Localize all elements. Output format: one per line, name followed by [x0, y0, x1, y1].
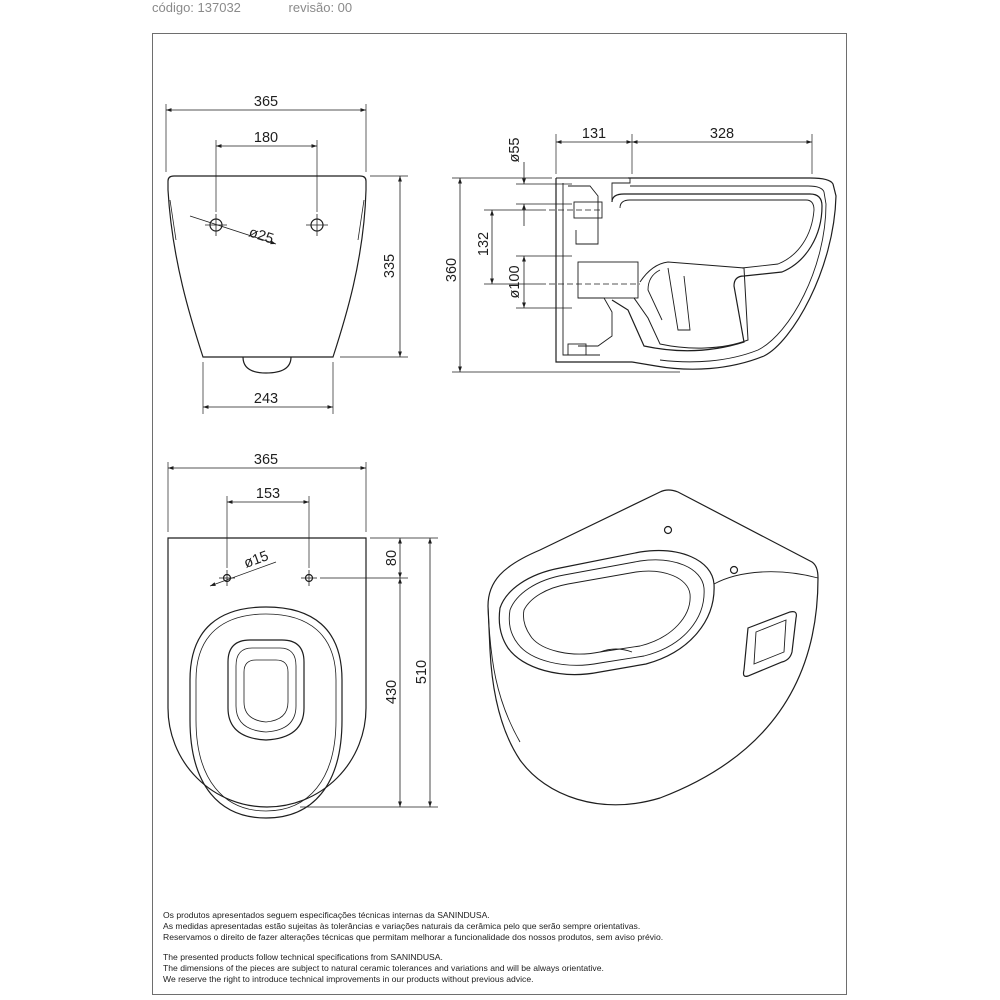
dim-rear-hole-diameter: ø25: [247, 225, 276, 248]
dim-top-holes-spacing: 153: [256, 486, 280, 502]
side-bowl-shell: [628, 177, 837, 370]
note-en-line-1: The presented products follow technical …: [163, 952, 443, 962]
dim-side-length: 328: [710, 126, 734, 142]
document-header: código: 137032 revisão: 00: [152, 0, 396, 15]
dim-side-diameter-top: ø55: [507, 138, 523, 163]
rear-view-outline: [167, 175, 367, 358]
perspective-fixing-hole-right: [729, 565, 739, 575]
dim-rear-holes-spacing: 180: [254, 130, 278, 146]
perspective-side-opening: [742, 611, 797, 677]
disclaimer-notes: Os produtos apresentados seguem especifi…: [163, 910, 833, 985]
note-pt-line-3: Reservamos o direito de fazer alterações…: [163, 932, 664, 942]
dim-top-bowl-length: 430: [384, 680, 400, 704]
side-trap: [633, 261, 749, 349]
dim-top-width: 365: [254, 452, 278, 468]
perspective-fixing-hole-left: [663, 525, 673, 535]
dim-rear-height: 335: [382, 254, 398, 278]
product-code: código: 137032: [152, 0, 241, 15]
perspective-view: [487, 489, 819, 806]
note-pt-line-1: Os produtos apresentados seguem especifi…: [163, 910, 490, 920]
rear-fixing-hole-left: [205, 214, 227, 236]
note-pt-line-2: As medidas apresentadas estão sujeitas à…: [163, 921, 641, 931]
side-section-view: [452, 134, 837, 373]
dim-side-offset: 131: [582, 126, 606, 142]
top-rim: [189, 606, 343, 819]
perspective-bowl-inner: [523, 570, 691, 655]
side-bowl-inner: [611, 193, 823, 352]
dim-rear-base-width: 243: [254, 391, 278, 407]
top-view-outline: [167, 537, 367, 808]
dim-top-hole-offset: 80: [384, 550, 400, 566]
dim-rear-width: 365: [254, 94, 278, 110]
dim-top-total-length: 510: [414, 660, 430, 684]
rear-outlet: [242, 356, 292, 374]
rear-view: [165, 104, 408, 414]
top-view: [167, 462, 438, 819]
note-en-line-2: The dimensions of the pieces are subject…: [163, 963, 604, 973]
drawing-frame: [152, 33, 847, 995]
note-en-line-3: We reserve the right to introduce techni…: [163, 974, 534, 984]
perspective-outline: [487, 489, 819, 806]
dim-side-height-132: 132: [476, 232, 492, 256]
revision-number: revisão: 00: [288, 0, 353, 15]
top-bowl-opening: [227, 639, 305, 741]
perspective-rim: [498, 550, 715, 676]
dim-side-total-height: 360: [444, 258, 460, 282]
top-fixing-hole-right: [301, 570, 317, 586]
dim-side-diameter-bottom: ø100: [507, 265, 523, 298]
rear-fixing-hole-right: [306, 214, 328, 236]
dim-top-hole-diameter: ø15: [242, 548, 271, 572]
side-back-wall: [555, 178, 632, 363]
